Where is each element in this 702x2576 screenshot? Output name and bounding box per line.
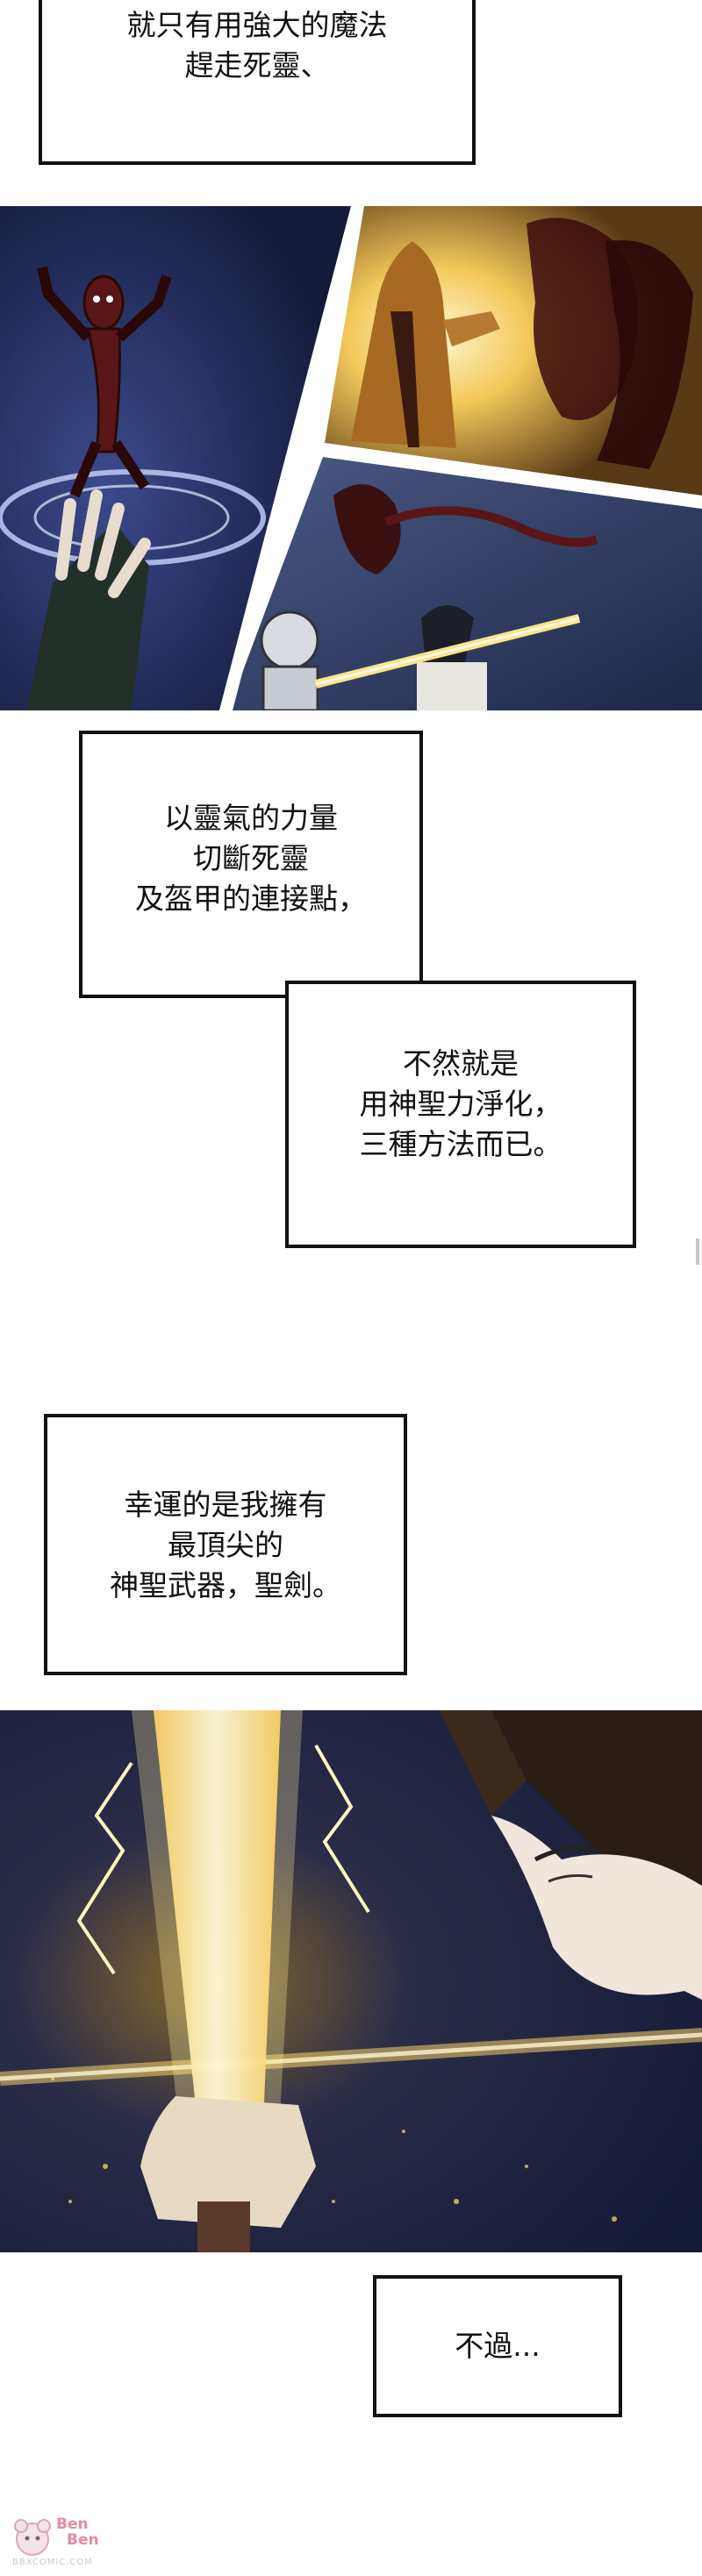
panel-hooded-priest: [325, 206, 702, 496]
speech-text-spirit-1: 以靈氣的力量: [164, 801, 338, 835]
speech-box-holy-purification: [285, 981, 636, 1248]
speech-text-top-2: 趕走死靈、: [184, 48, 330, 82]
watermark-brand-bottom: Ben: [67, 2531, 99, 2549]
scroll-marker: [696, 1238, 699, 1265]
speech-text-holy-1: 不然就是: [403, 1046, 519, 1081]
speech-text-holy-2: 用神聖力淨化，: [359, 1087, 562, 1121]
comic-panel-holy-sword: [0, 1710, 702, 2252]
panel-skeleton-summoning: [0, 206, 351, 710]
speech-box-spirit-power: [79, 731, 423, 998]
speech-text-spirit-2: 切斷死靈: [193, 841, 309, 875]
speech-text-luck-3: 神聖武器，聖劍。: [110, 1568, 341, 1602]
speech-text-holy-3: 三種方法而已。: [359, 1127, 562, 1161]
watermark-brand-top: Ben: [56, 2515, 89, 2533]
watermark-mascot-icon: [14, 2519, 51, 2556]
panel-sword-battle: [228, 457, 702, 710]
watermark-site: BBXCOMIC.COM: [12, 2558, 93, 2567]
comic-panel-group-necromancy: [0, 206, 702, 710]
watermark: Ben Ben BBXCOMIC.COM: [12, 2515, 135, 2570]
speech-box-holy-sword: [44, 1414, 407, 1675]
speech-box-top: [39, 0, 476, 165]
speech-text-luck-1: 幸運的是我擁有: [124, 1488, 327, 1522]
speech-text-top-1: 就只有用強大的魔法: [126, 8, 388, 42]
speech-text-spirit-3: 及盔甲的連接點，: [135, 881, 367, 916]
speech-text-luck-2: 最頂尖的: [168, 1528, 283, 1562]
speech-text-however: 不過...: [455, 2329, 541, 2363]
speech-box-however: [373, 2275, 622, 2417]
